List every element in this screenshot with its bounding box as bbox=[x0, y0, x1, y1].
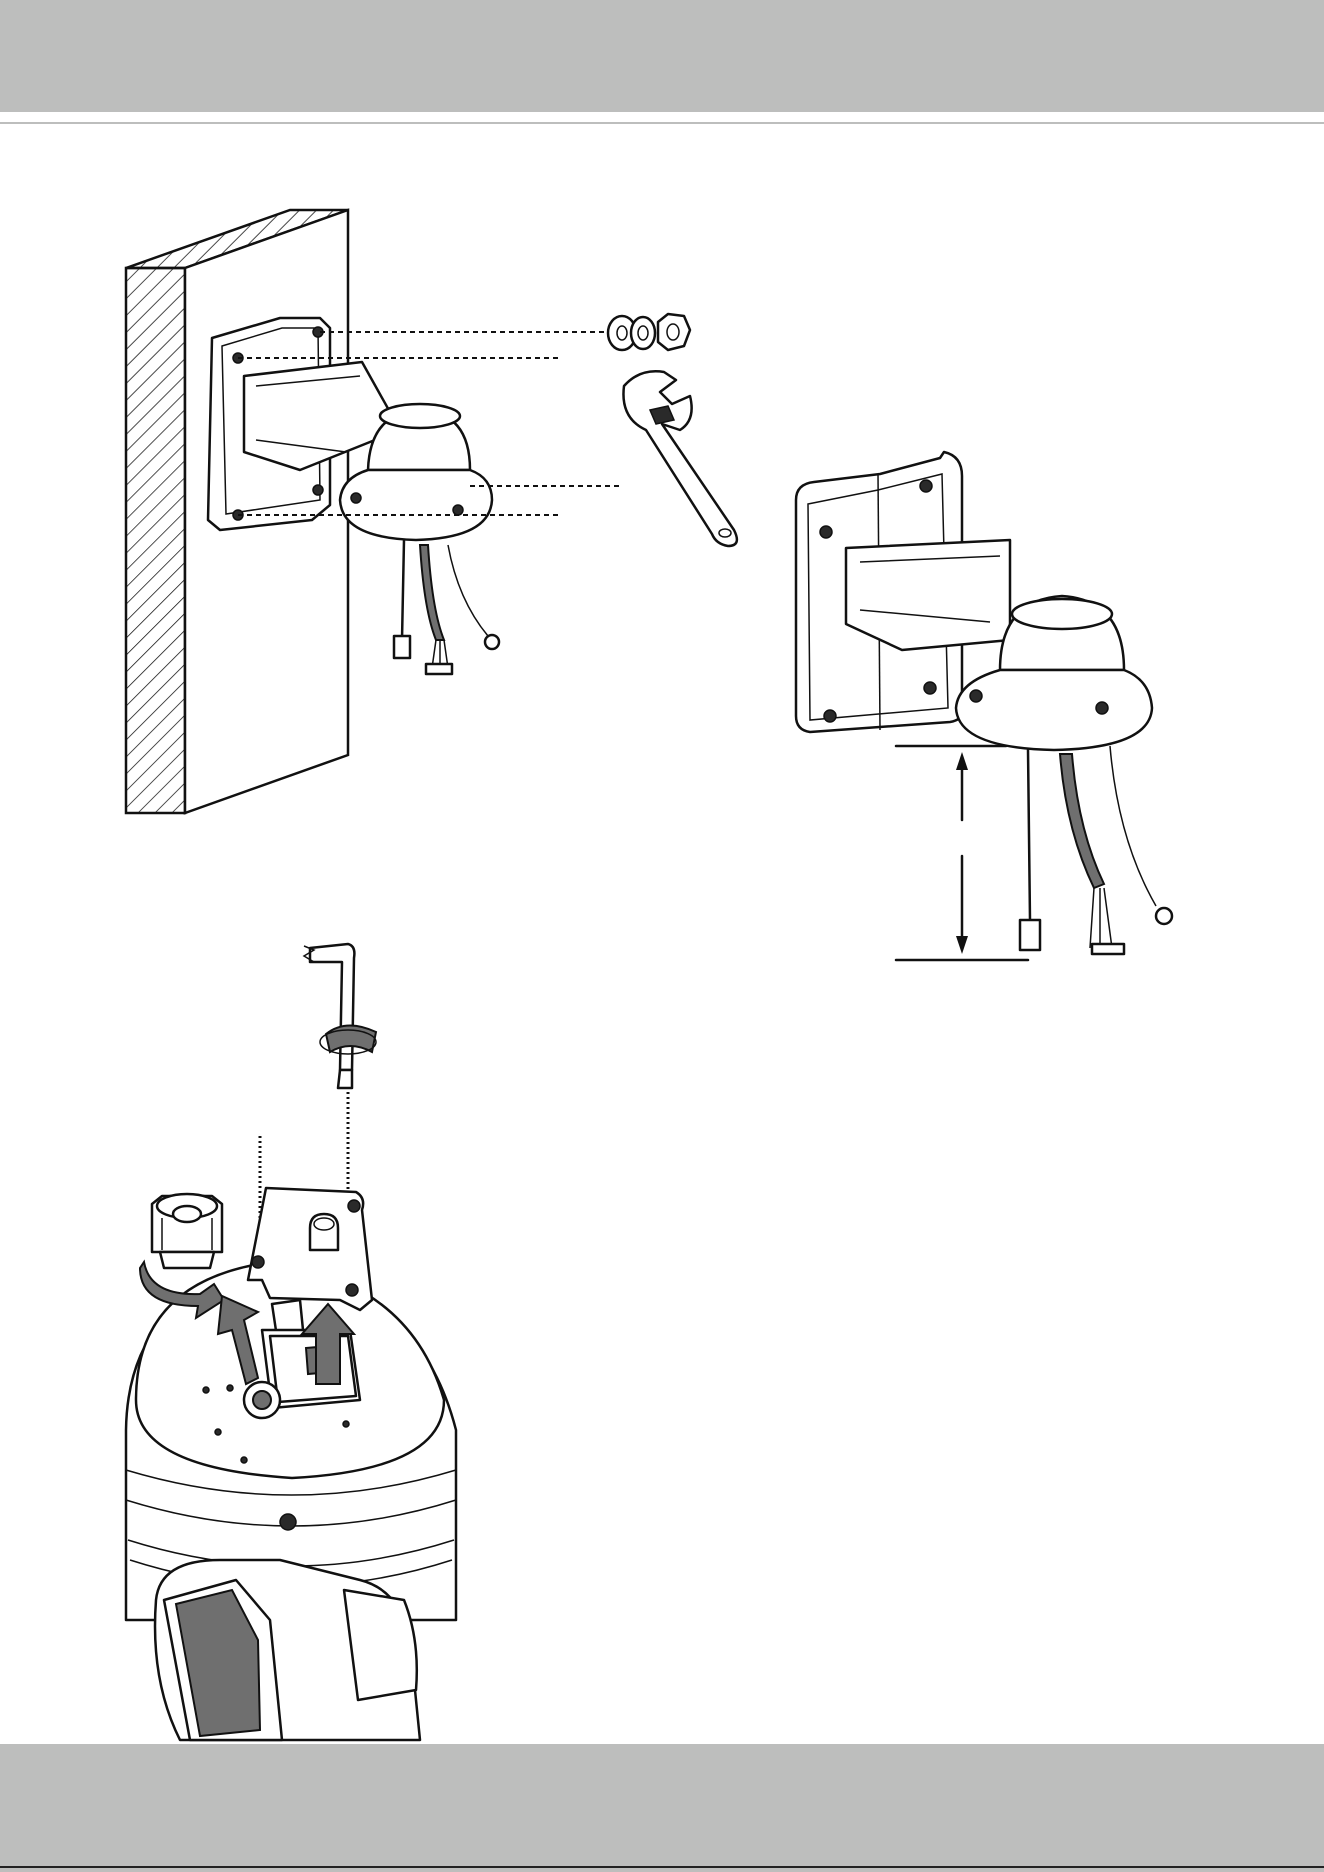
bracket-cables-icon bbox=[394, 540, 499, 674]
cable-gland-icon bbox=[152, 1194, 222, 1268]
wall-bracket-icon bbox=[208, 318, 492, 540]
page-footer-band bbox=[0, 1744, 1324, 1872]
adjustable-wrench-icon bbox=[623, 371, 736, 546]
wall-mount-exploded-figure bbox=[126, 210, 622, 813]
washer-nut-icon bbox=[608, 314, 690, 350]
torx-key-icon bbox=[304, 944, 376, 1190]
bracket-cable-length-figure bbox=[796, 452, 1152, 750]
bracket-cables-long-icon bbox=[1020, 746, 1172, 954]
camera-top-cover-figure bbox=[126, 1188, 456, 1740]
footer-rule bbox=[0, 1866, 1324, 1868]
cable-length-dimension bbox=[896, 746, 1028, 960]
